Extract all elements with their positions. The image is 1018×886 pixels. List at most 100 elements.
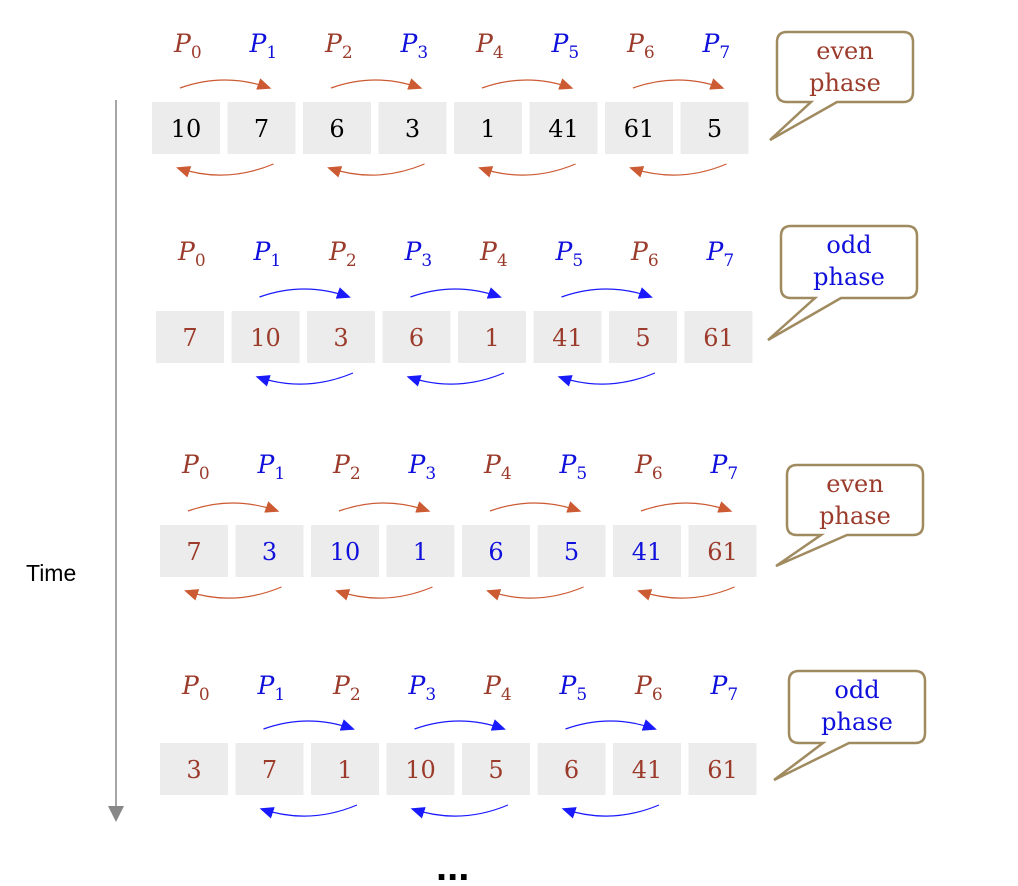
exchange-arrow-left <box>486 586 584 601</box>
cell-value: 61 <box>624 115 655 143</box>
processor-label-p5: P5 <box>559 450 588 484</box>
array-cell <box>688 743 757 795</box>
cell-value: 41 <box>632 538 663 566</box>
processor-label-p4: P4 <box>475 29 504 63</box>
array-cell <box>303 102 371 154</box>
processor-label-p3: P3 <box>408 671 437 705</box>
exchange-arrow-left <box>478 163 576 178</box>
cell-value: 61 <box>703 324 734 352</box>
phase-callout-text: phase <box>813 263 885 291</box>
time-axis-arrowhead <box>108 806 124 822</box>
array-cell <box>160 743 228 795</box>
cell-value: 7 <box>254 115 269 143</box>
processor-label-p1: P1 <box>257 450 286 484</box>
exchange-arrow-right <box>565 719 657 731</box>
processor-label-p5: P5 <box>559 671 588 705</box>
cell-value: 61 <box>707 756 738 784</box>
array-cell <box>613 743 681 795</box>
cell-value: 5 <box>635 324 650 352</box>
processor-label-p1: P1 <box>253 237 282 271</box>
exchange-arrow-right <box>410 287 502 299</box>
processor-label-p6: P6 <box>630 237 659 271</box>
array-cell <box>307 311 375 363</box>
cell-value: 7 <box>262 756 277 784</box>
cell-value: 6 <box>488 538 503 566</box>
array-cell <box>386 525 455 577</box>
cell-value: 41 <box>548 115 579 143</box>
exchange-arrow-right <box>338 501 431 513</box>
processor-label-p2: P2 <box>332 450 361 484</box>
processor-label-p7: P7 <box>706 237 735 271</box>
array-cell <box>152 102 220 154</box>
exchange-arrow-right <box>263 719 355 731</box>
phase-callout-text: odd <box>834 676 879 704</box>
processor-label-p5: P5 <box>555 237 584 271</box>
array-cell <box>537 525 606 577</box>
array-cell <box>613 525 681 577</box>
cell-value: 3 <box>405 115 420 143</box>
processor-label-p6: P6 <box>634 450 663 484</box>
cell-value: 61 <box>707 538 738 566</box>
processor-label-p7: P7 <box>702 29 731 63</box>
phase-callout-text: phase <box>819 502 891 530</box>
cell-value: 7 <box>186 538 201 566</box>
array-cell <box>462 525 530 577</box>
processor-label-p1: P1 <box>249 29 278 63</box>
cell-value: 1 <box>480 115 495 143</box>
exchange-arrow-left <box>176 163 274 178</box>
phase-callout <box>767 224 919 342</box>
array-cell <box>458 311 526 363</box>
time-label: Time <box>26 560 76 586</box>
cell-value: 5 <box>564 538 579 566</box>
exchange-arrow-left <box>629 163 727 178</box>
processor-label-p5: P5 <box>551 29 580 63</box>
cell-value: 5 <box>488 756 503 784</box>
processor-label-p4: P4 <box>483 671 512 705</box>
cell-value: 10 <box>171 115 202 143</box>
exchange-arrow-left <box>259 804 358 819</box>
phase-callout-text: even <box>816 37 873 65</box>
cell-value: 10 <box>250 324 281 352</box>
array-cell <box>311 525 379 577</box>
processor-label-p4: P4 <box>483 450 512 484</box>
cell-value: 41 <box>552 324 583 352</box>
exchange-arrow-right <box>259 287 351 299</box>
cell-value: 10 <box>405 756 436 784</box>
processor-label-p6: P6 <box>626 29 655 63</box>
cell-value: 1 <box>484 324 499 352</box>
array-cell <box>382 311 451 363</box>
exchange-arrow-right <box>187 501 280 513</box>
exchange-arrow-right <box>640 501 733 513</box>
processor-label-p0: P0 <box>173 29 202 63</box>
processor-label-p4: P4 <box>479 237 508 271</box>
exchange-arrow-left <box>406 372 505 387</box>
processor-label-p3: P3 <box>408 450 437 484</box>
processor-label-p2: P2 <box>324 29 353 63</box>
cell-value: 1 <box>337 756 352 784</box>
processor-label-p3: P3 <box>400 29 429 63</box>
processor-label-p7: P7 <box>710 671 739 705</box>
array-cell <box>386 743 455 795</box>
array-cell <box>311 743 379 795</box>
exchange-arrow-left <box>327 163 425 178</box>
exchange-arrow-right <box>632 78 725 90</box>
cell-value: 3 <box>262 538 277 566</box>
phase-callout-text: phase <box>821 708 893 736</box>
exchange-arrow-right <box>481 78 574 90</box>
cell-value: 5 <box>707 115 722 143</box>
phase-callout <box>775 463 925 568</box>
processor-label-p6: P6 <box>634 671 663 705</box>
exchange-arrow-left <box>255 372 354 387</box>
processor-label-p0: P0 <box>181 450 210 484</box>
array-cell <box>529 102 598 154</box>
array-cell <box>227 102 296 154</box>
processor-label-p7: P7 <box>710 450 739 484</box>
exchange-arrow-left <box>557 372 656 387</box>
array-cell <box>235 743 304 795</box>
cell-value: 3 <box>333 324 348 352</box>
exchange-arrow-left <box>561 804 660 819</box>
array-cell <box>462 743 530 795</box>
array-cell <box>454 102 522 154</box>
